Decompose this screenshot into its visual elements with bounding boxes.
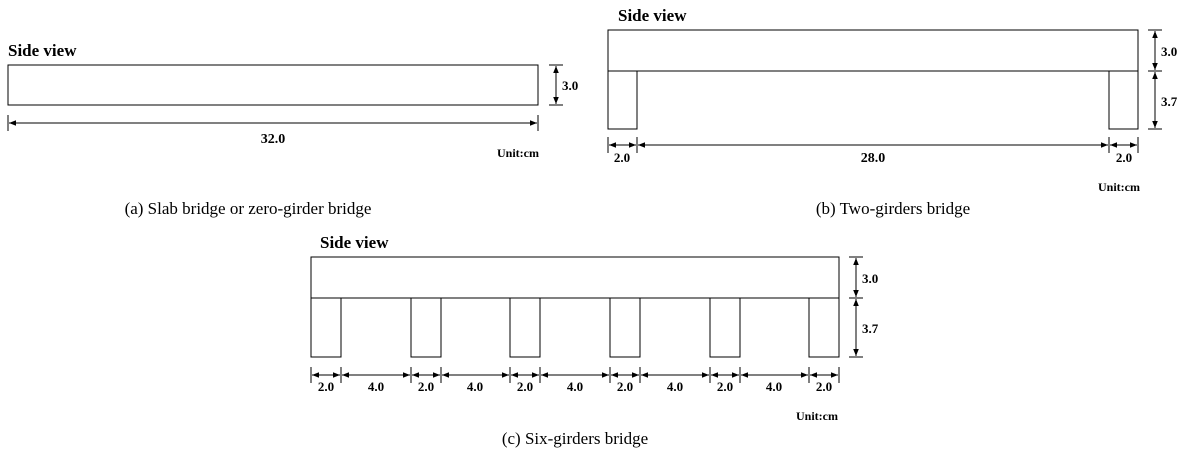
c-dim-label-6: 2.0	[617, 379, 633, 394]
girder-left	[607, 70, 638, 130]
c-dim-label-2: 2.0	[418, 379, 434, 394]
two-girder-deck	[607, 29, 1139, 72]
panel-a-caption: (a) Slab bridge or zero-girder bridge	[125, 199, 372, 218]
c-dim-label-7: 4.0	[667, 379, 683, 394]
c-dim-label-9: 4.0	[766, 379, 782, 394]
girder-5	[709, 297, 741, 358]
girder-4	[609, 297, 641, 358]
panel-b-unit: Unit:cm	[1098, 180, 1140, 194]
six-girder-deck	[310, 256, 840, 299]
slab-height-label: 3.0	[562, 78, 578, 93]
c-dim-label-1: 4.0	[368, 379, 384, 394]
b-right-width-label: 2.0	[1116, 150, 1132, 165]
girder-3	[509, 297, 541, 358]
c-dim-label-8: 2.0	[717, 379, 733, 394]
panel-a-title: Side view	[8, 41, 77, 60]
panel-c: Side view 3.0 3.7	[310, 233, 879, 448]
panel-a-unit: Unit:cm	[497, 146, 539, 160]
girder-1	[310, 297, 342, 358]
panel-c-title: Side view	[320, 233, 389, 252]
panel-a: Side view 3.0 32.0 Unit:cm (a) Slab brid…	[7, 41, 578, 218]
b-deck-label: 3.0	[1161, 44, 1177, 59]
panel-c-caption: (c) Six-girders bridge	[502, 429, 648, 448]
c-dim-label-4: 2.0	[517, 379, 533, 394]
b-span-label: 28.0	[861, 151, 886, 166]
b-left-width-label: 2.0	[614, 150, 630, 165]
b-girder-label: 3.7	[1161, 94, 1178, 109]
girder-6	[808, 297, 840, 358]
panel-b-title: Side view	[618, 6, 687, 25]
slab-length-label: 32.0	[261, 132, 286, 147]
c-dim-label-0: 2.0	[318, 379, 334, 394]
c-dimension-chain: 2.0 4.0 2.0 4.0 2.0 4.0 2.0 4.0 2.0 4.0 …	[310, 367, 840, 394]
panel-b-caption: (b) Two-girders bridge	[816, 199, 970, 218]
panel-c-unit: Unit:cm	[796, 409, 838, 423]
c-dim-label-3: 4.0	[467, 379, 483, 394]
slab-deck	[7, 64, 539, 106]
c-girder-label: 3.7	[862, 321, 879, 336]
panel-b: Side view 3.0 3.7 2.0 28.0 2.0 Unit:cm (…	[607, 6, 1178, 218]
c-dim-label-10: 2.0	[816, 379, 832, 394]
girder-2	[410, 297, 442, 358]
c-deck-label: 3.0	[862, 271, 878, 286]
girder-right	[1108, 70, 1139, 130]
c-dim-label-5: 4.0	[567, 379, 583, 394]
